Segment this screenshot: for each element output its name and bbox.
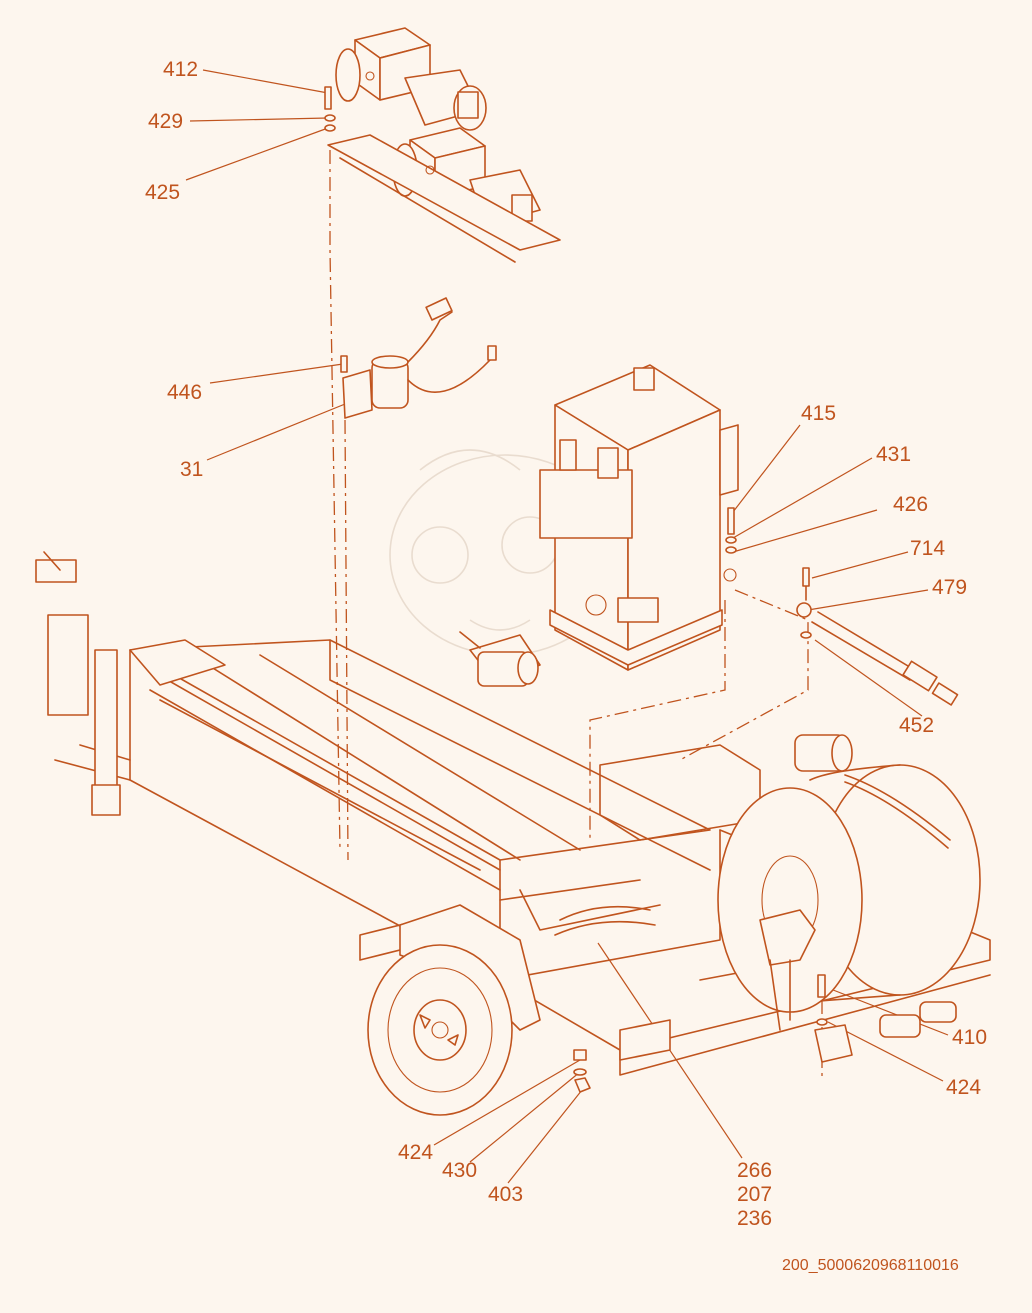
- callout-403: 403: [488, 1183, 524, 1206]
- heater-box: [539, 364, 739, 671]
- callout-446: 446: [167, 381, 203, 404]
- callout-415: 415: [801, 402, 837, 425]
- leader-lines: [185, 69, 949, 1184]
- callout-425: 425: [145, 181, 181, 204]
- callout-431: 431: [876, 443, 912, 466]
- callout-430: 430: [442, 1159, 478, 1182]
- callout-31: 31: [180, 458, 204, 481]
- callout-207: 207: [737, 1183, 773, 1206]
- drawing-id: 200_5000620968110016: [782, 1257, 959, 1274]
- callout-410: 410: [952, 1026, 988, 1049]
- callout-714: 714: [910, 537, 946, 560]
- callout-452: 452: [899, 714, 935, 737]
- burner-assembly: [327, 27, 561, 263]
- callout-429: 429: [148, 110, 184, 133]
- hose-assembly: [796, 571, 959, 706]
- trailer-frame: [54, 639, 991, 1076]
- callout-412: 412: [163, 58, 199, 81]
- tongue-jack: [35, 551, 121, 816]
- callout-479: 479: [932, 576, 968, 599]
- fuel-filter: [342, 297, 497, 419]
- pump: [459, 631, 541, 687]
- callout-236: 236: [737, 1207, 773, 1230]
- callout-266: 266: [737, 1159, 773, 1182]
- callout-424-right: 424: [946, 1076, 982, 1099]
- wheel-fender: [367, 904, 541, 1116]
- callout-426: 426: [893, 493, 929, 516]
- fasteners: [324, 86, 828, 1093]
- callout-424-left: 424: [398, 1141, 434, 1164]
- hose-reel: [717, 734, 981, 1063]
